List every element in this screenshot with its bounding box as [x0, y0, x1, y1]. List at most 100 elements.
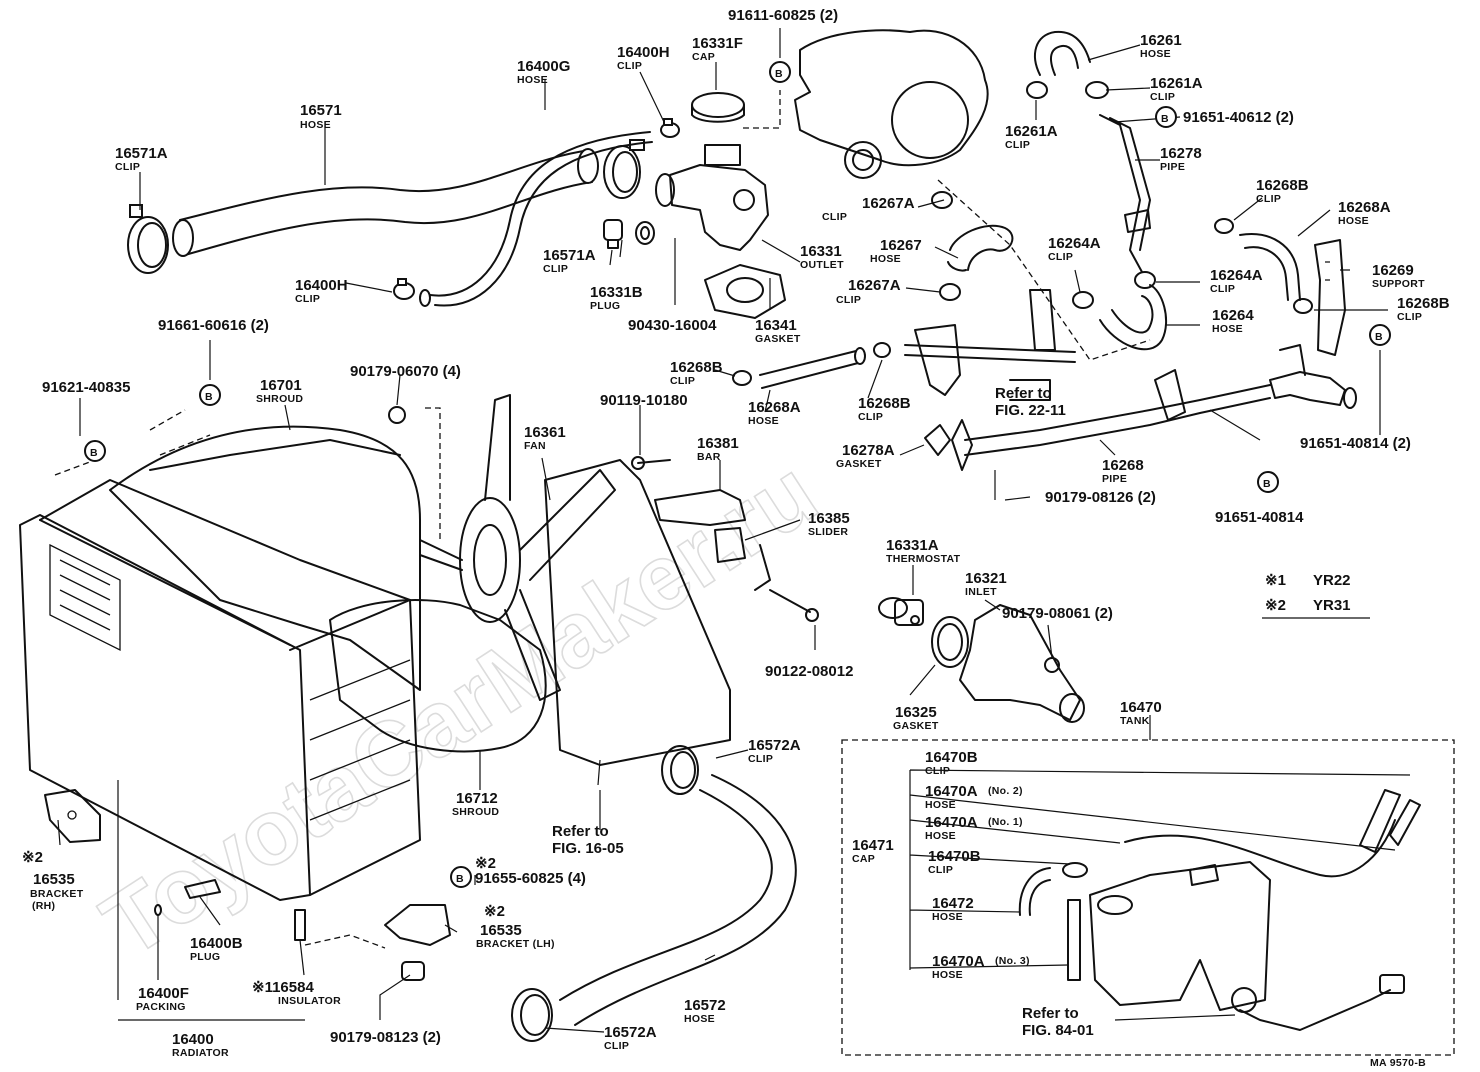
label-16400H-top-name: CLIP	[617, 60, 642, 72]
reservoir-group-box	[841, 739, 1455, 1056]
label-16470A-no2-tag: (No. 2)	[988, 785, 1023, 797]
label-16470B-2-name: CLIP	[928, 864, 953, 876]
label-16572-name: HOSE	[684, 1013, 715, 1025]
label-90179-06070: 90179-06070 (4)	[350, 363, 461, 380]
water-outlet-16331	[655, 144, 769, 251]
label-16572A-2: 16572A	[604, 1024, 657, 1041]
label-90179-08061: 90179-08061 (2)	[1002, 605, 1113, 622]
label-16400F: 16400F	[138, 985, 189, 1002]
label-16381-name: BAR	[697, 451, 721, 463]
bolt-90119-10180	[631, 456, 671, 470]
label-16341: 16341	[755, 317, 797, 334]
label-16321: 16321	[965, 570, 1007, 587]
label-16264A-2-name: CLIP	[1210, 283, 1235, 295]
clip-16268B-left	[732, 370, 752, 386]
label-16325: 16325	[895, 704, 937, 721]
label-16572: 16572	[684, 997, 726, 1014]
nut-90179-06070	[388, 406, 406, 424]
label-16470: 16470	[1120, 699, 1162, 716]
cap-16331F	[691, 92, 745, 123]
label-90179-08126: 90179-08126 (2)	[1045, 489, 1156, 506]
shroud-16712	[329, 459, 731, 766]
label-90179-08123: 90179-08123 (2)	[330, 1029, 441, 1046]
label-16470A-no3: 16470A	[932, 953, 985, 970]
inlet-16321	[959, 604, 1085, 723]
hose-16267	[947, 224, 1014, 272]
ref-16-05-line1: Refer to	[552, 823, 609, 840]
clip-16264A-upper	[1134, 271, 1156, 289]
label-16268B-2-name: CLIP	[1397, 311, 1422, 323]
ref-84-01-line1: Refer to	[1022, 1005, 1079, 1022]
label-16385: 16385	[808, 510, 850, 527]
label-16264-name: HOSE	[1212, 323, 1243, 335]
label-16535-rh-name: BRACKET	[30, 888, 84, 900]
b-markers	[84, 61, 1391, 888]
hose-16268A-upper	[1239, 233, 1301, 301]
label-16472-name: HOSE	[932, 911, 963, 923]
label-16261: 16261	[1140, 32, 1182, 49]
pipe-16268	[964, 344, 1357, 456]
label-16571A: 16571A	[115, 145, 168, 162]
label-16535-lh-name: BRACKET (LH)	[476, 938, 555, 950]
label-16535-rh: 16535	[33, 871, 75, 888]
pipe-mid-22-11	[904, 289, 1076, 401]
label-16572A-name: CLIP	[748, 753, 773, 765]
label-16571: 16571	[300, 102, 342, 119]
cap-16471	[1062, 862, 1088, 878]
label-16400G: 16400G	[517, 58, 570, 75]
clip-16268B-mid	[873, 342, 891, 358]
bracket-16535-rh	[44, 789, 101, 843]
b-marker-5: B	[205, 391, 213, 403]
bolt-90122-08012	[769, 589, 819, 622]
shroud-16701	[109, 425, 421, 691]
label-16470A-no1-name: HOSE	[925, 830, 956, 842]
label-16278A: 16278A	[842, 442, 895, 459]
clip-16261A-b	[1085, 81, 1109, 99]
label-16470A-no3-tag: (No. 3)	[995, 955, 1030, 967]
label-16571A-2-name: CLIP	[543, 263, 568, 275]
label-16341-name: GASKET	[755, 333, 801, 345]
b-marker-7: B	[456, 873, 464, 885]
label-16267A-2: 16267A	[848, 277, 901, 294]
ref-22-11-line1: Refer to	[995, 385, 1052, 402]
label-16470B-2: 16470B	[928, 848, 981, 865]
label-16264A-2: 16264A	[1210, 267, 1263, 284]
label-16535-rh-side: (RH)	[32, 900, 55, 912]
clip-16572A-lower	[511, 988, 553, 1042]
gasket-16325	[931, 616, 969, 668]
ref-84-01-line2: FIG. 84-01	[1022, 1022, 1094, 1039]
label-16261A-name: CLIP	[1150, 91, 1175, 103]
radiator-16400	[19, 479, 421, 901]
label-90122: 90122-08012	[765, 663, 853, 680]
label-16331F-name: CAP	[692, 51, 715, 63]
label-91651-40814: 91651-40814	[1215, 509, 1304, 526]
label-16268B: 16268B	[1256, 177, 1309, 194]
gasket-16278A	[924, 419, 973, 471]
hose-16472	[1018, 867, 1051, 916]
label-16269-name: SUPPORT	[1372, 278, 1425, 290]
label-16571A-2: 16571A	[543, 247, 596, 264]
label-16268B-name: CLIP	[1256, 193, 1281, 205]
slider-16385	[714, 527, 771, 591]
label-16268B-3: 16268B	[670, 359, 723, 376]
plug-16400B	[184, 879, 221, 899]
thermostat-16331A	[878, 597, 924, 626]
ref-22-11-line2: FIG. 22-11	[995, 402, 1066, 419]
label-16264A: 16264A	[1048, 235, 1101, 252]
pipe-16278	[1099, 114, 1151, 273]
label-16264A-name: CLIP	[1048, 251, 1073, 263]
label-16400H-top: 16400H	[617, 44, 670, 61]
label-16400B-name: PLUG	[190, 951, 220, 963]
label-16268A: 16268A	[1338, 199, 1391, 216]
legend-yr22: YR22	[1313, 572, 1351, 589]
hose-16470A-no3	[1067, 899, 1081, 981]
label-16470A-no1-tag: (No. 1)	[988, 816, 1023, 828]
clip-16572A-upper	[661, 745, 699, 795]
clip-16267A-upper	[931, 191, 953, 209]
b-marker-3: B	[1375, 331, 1383, 343]
label-16400F-name: PACKING	[136, 1001, 186, 1013]
clip-16571A-left	[127, 204, 169, 274]
gasket-16341	[704, 264, 786, 319]
